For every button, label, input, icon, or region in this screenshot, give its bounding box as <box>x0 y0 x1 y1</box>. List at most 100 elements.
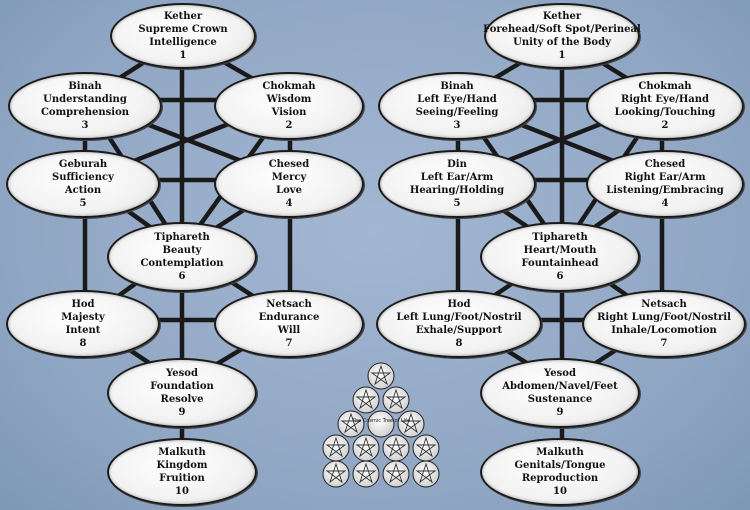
left-binah-node: Binah Understanding Comprehension 3 <box>8 72 162 140</box>
node-number: 8 <box>79 338 87 349</box>
node-line2: Action <box>64 185 102 196</box>
node-line1: Right Eye/Hand <box>620 94 710 105</box>
node-name: Yesod <box>166 368 198 379</box>
node-line1: Wisdom <box>266 94 312 105</box>
star-circles-emblem: The Cosmic Tree of Life <box>322 362 440 488</box>
node-line2: Inhale/Locomotion <box>611 325 717 336</box>
node-name: Chokmah <box>638 81 692 92</box>
node-line2: Intent <box>65 325 101 336</box>
node-number: 6 <box>556 271 564 282</box>
node-number: 7 <box>285 338 293 349</box>
node-name: Hod <box>71 299 95 310</box>
node-line2: Vision <box>271 107 307 118</box>
node-line1: Heart/Mouth <box>523 245 597 256</box>
node-line2: Seeing/Feeling <box>415 107 499 118</box>
node-line2: Comprehension <box>40 107 130 118</box>
right-chesed-node: Chesed Right Ear/Arm Listening/Embracing… <box>586 150 744 218</box>
node-line2: Unity of the Body <box>513 37 611 48</box>
node-line1: Mercy <box>271 172 307 183</box>
node-number: 3 <box>81 120 89 131</box>
node-number: 3 <box>453 120 461 131</box>
node-line1: Abdomen/Navel/Feet <box>502 381 618 392</box>
node-line1: Supreme Crown <box>138 24 228 35</box>
node-name: Tiphareth <box>532 232 588 243</box>
right-malkuth-node: Malkuth Genitals/Tongue Reproduction 10 <box>480 438 640 506</box>
node-line2: Resolve <box>160 394 204 405</box>
node-name: Geburah <box>58 159 108 170</box>
node-line2: Hearing/Holding <box>409 185 505 196</box>
right-binah-node: Binah Left Eye/Hand Seeing/Feeling 3 <box>378 72 536 140</box>
node-name: Chesed <box>268 159 310 170</box>
left-kether-node: Kether Supreme Crown Intelligence 1 <box>110 3 256 69</box>
node-line1: Genitals/Tongue <box>514 460 606 471</box>
node-number: 2 <box>285 120 293 131</box>
node-number: 9 <box>178 407 186 418</box>
node-line2: Listening/Embracing <box>606 185 724 196</box>
left-hod-node: Hod Majesty Intent 8 <box>6 290 160 358</box>
node-number: 2 <box>661 120 669 131</box>
node-number: 7 <box>660 338 668 349</box>
node-line1: Kingdom <box>156 460 208 471</box>
left-yesod-node: Yesod Foundation Resolve 9 <box>107 358 257 428</box>
node-line2: Sustenance <box>527 394 593 405</box>
node-line1: Endurance <box>258 312 320 323</box>
node-number: 8 <box>455 338 463 349</box>
right-din-node: Din Left Ear/Arm Hearing/Holding 5 <box>378 150 536 218</box>
right-yesod-node: Yesod Abdomen/Navel/Feet Sustenance 9 <box>480 358 640 428</box>
node-line2: Looking/Touching <box>614 107 716 118</box>
node-line2: Reproduction <box>521 473 599 484</box>
node-line2: Fountainhead <box>521 258 599 269</box>
node-line1: Right Ear/Arm <box>624 172 706 183</box>
node-line2: Contemplation <box>140 258 224 269</box>
node-number: 10 <box>175 486 189 497</box>
node-line1: Majesty <box>61 312 105 323</box>
node-line2: Exhale/Support <box>415 325 503 336</box>
node-line1: Left Lung/Foot/Nostril <box>396 312 522 323</box>
left-malkuth-node: Malkuth Kingdom Fruition 10 <box>107 438 257 506</box>
node-line2: Intelligence <box>149 37 217 48</box>
node-line1: Left Eye/Hand <box>417 94 497 105</box>
node-line1: Right Lung/Foot/Nostril <box>597 312 731 323</box>
node-name: Tiphareth <box>154 232 210 243</box>
node-name: Binah <box>68 81 102 92</box>
node-number: 6 <box>178 271 186 282</box>
right-kether-node: Kether Forehead/Soft Spot/Perineal Unity… <box>483 3 641 69</box>
node-line1: Understanding <box>43 94 127 105</box>
left-tiphareth-node: Tiphareth Beauty Contemplation 6 <box>107 222 257 292</box>
node-line1: Sufficiency <box>52 172 114 183</box>
node-line1: Left Ear/Arm <box>420 172 494 183</box>
right-chokmah-node: Chokmah Right Eye/Hand Looking/Touching … <box>586 72 744 140</box>
node-line2: Love <box>276 185 302 196</box>
node-name: Malkuth <box>158 447 206 458</box>
node-number: 10 <box>553 486 567 497</box>
node-number: 4 <box>285 198 293 209</box>
right-netzach-node: Netsach Right Lung/Foot/Nostril Inhale/L… <box>582 290 746 358</box>
node-name: Yesod <box>544 368 576 379</box>
node-line2: Will <box>277 325 301 336</box>
left-geburah-node: Geburah Sufficiency Action 5 <box>6 150 160 218</box>
node-number: 4 <box>661 198 669 209</box>
left-chesed-node: Chesed Mercy Love 4 <box>214 150 364 218</box>
node-line1: Foundation <box>150 381 214 392</box>
node-name: Malkuth <box>536 447 584 458</box>
node-number: 1 <box>558 50 566 61</box>
right-hod-node: Hod Left Lung/Foot/Nostril Exhale/Suppor… <box>376 290 542 358</box>
node-name: Netsach <box>266 299 312 310</box>
node-line1: Beauty <box>162 245 202 256</box>
node-number: 1 <box>179 50 187 61</box>
node-name: Din <box>447 159 467 170</box>
right-tiphareth-node: Tiphareth Heart/Mouth Fountainhead 6 <box>480 222 640 292</box>
node-number: 5 <box>453 198 461 209</box>
node-number: 5 <box>79 198 87 209</box>
node-name: Chokmah <box>262 81 316 92</box>
node-name: Binah <box>440 81 474 92</box>
node-name: Chesed <box>644 159 686 170</box>
node-name: Kether <box>163 11 203 22</box>
node-number: 9 <box>556 407 564 418</box>
node-line2: Fruition <box>159 473 205 484</box>
node-name: Hod <box>447 299 471 310</box>
emblem-label: The Cosmic Tree of Life <box>351 418 410 424</box>
node-name: Netsach <box>641 299 687 310</box>
left-chokmah-node: Chokmah Wisdom Vision 2 <box>214 72 364 140</box>
